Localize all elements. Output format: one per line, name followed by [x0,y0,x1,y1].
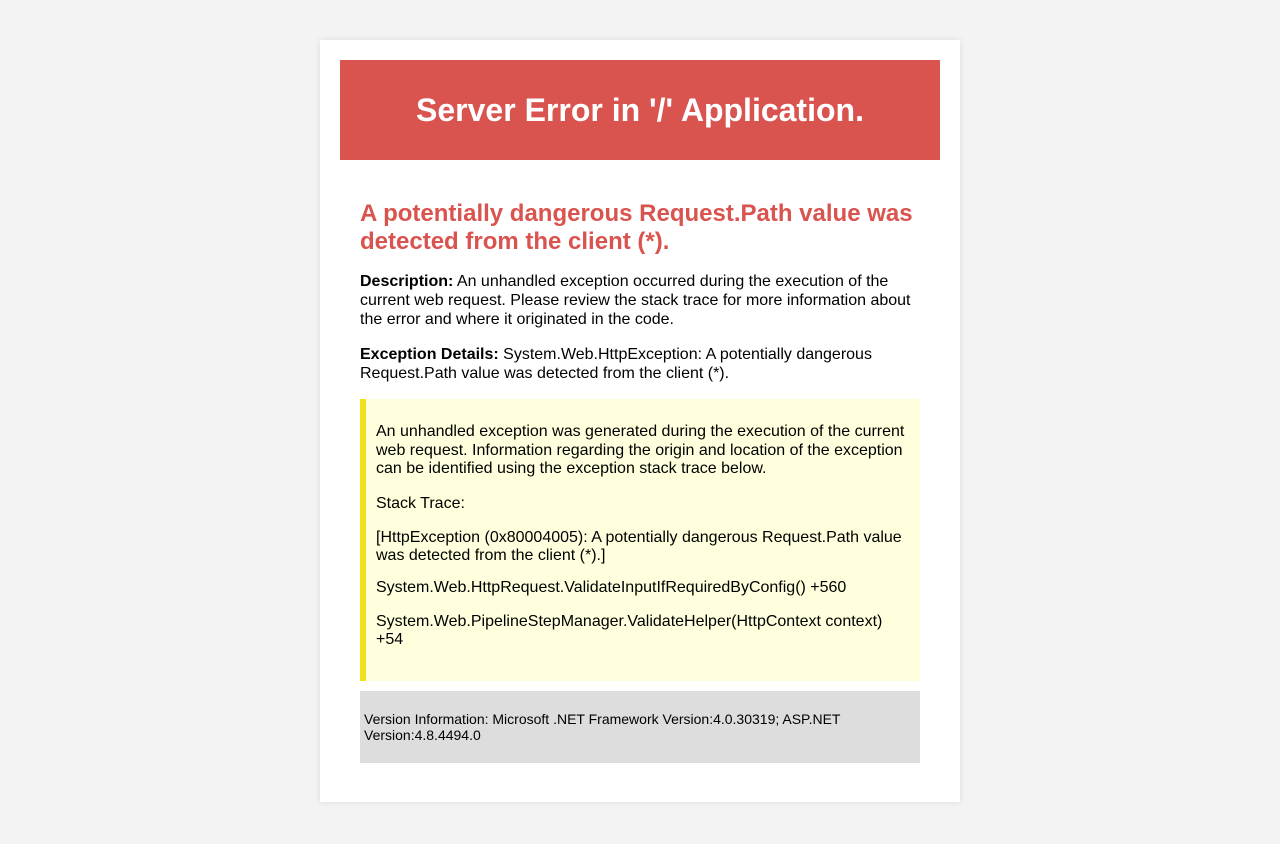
exception-details-text: System.Web.HttpException: A potentially … [360,346,872,382]
version-info-box: Version Information: Microsoft .NET Fram… [360,691,920,763]
description-text: An unhandled exception occurred during t… [360,273,911,328]
stack-trace-heading: Stack Trace: [376,494,465,512]
stack-trace-box: An unhandled exception was generated dur… [360,399,920,681]
page-title: Server Error in '/' Application. [416,92,864,128]
stack-frame: System.Web.PipelineStepManager.ValidateH… [376,612,883,648]
exception-details-label: Exception Details: [360,346,499,363]
error-page-card: Server Error in '/' Application. A poten… [320,40,960,802]
error-content: A potentially dangerous Request.Path val… [360,200,920,763]
error-banner: Server Error in '/' Application. [340,60,940,160]
version-info-text: Version Information: Microsoft .NET Fram… [364,711,841,743]
description-paragraph: Description: An unhandled exception occu… [360,272,920,329]
stack-frame: System.Web.HttpRequest.ValidateInputIfRe… [376,578,847,596]
stack-trace-intro: An unhandled exception was generated dur… [376,423,905,477]
exception-details-paragraph: Exception Details: System.Web.HttpExcept… [360,345,920,383]
error-heading: A potentially dangerous Request.Path val… [360,200,913,255]
description-label: Description: [360,273,454,290]
stack-trace-exception-line: [HttpException (0x80004005): A potential… [376,528,902,564]
